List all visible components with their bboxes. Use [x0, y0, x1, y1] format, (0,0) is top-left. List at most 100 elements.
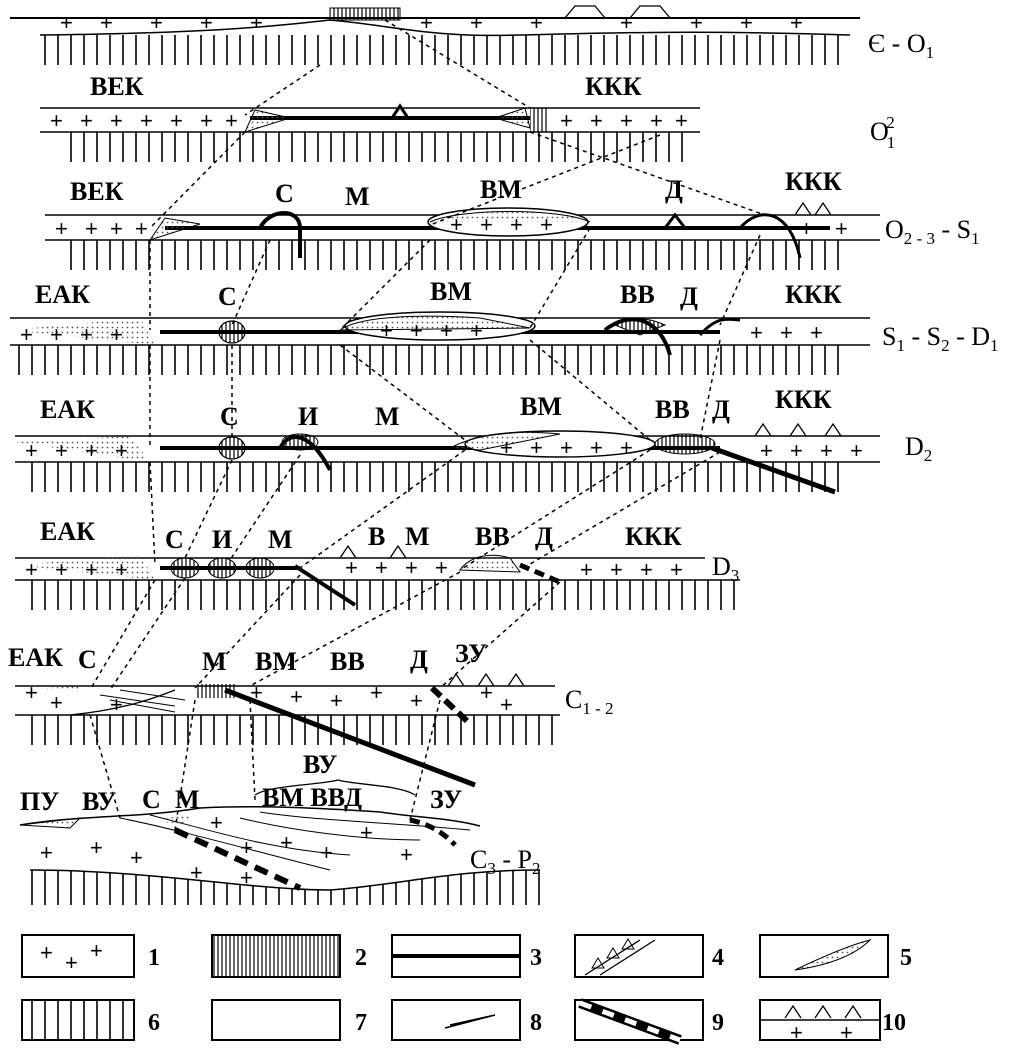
- svg-text:10: 10: [882, 1010, 906, 1036]
- panel-cambrian-ordovician: ++++++++++++ Є - O1: [10, 6, 934, 65]
- svg-text:+: +: [800, 216, 813, 241]
- legend-item-10: + + 10: [760, 1000, 906, 1045]
- svg-text:+: +: [345, 555, 358, 580]
- svg-text:ЕАК: ЕАК: [35, 280, 90, 309]
- svg-text:М: М: [175, 785, 200, 814]
- legend-item-3: 3: [392, 935, 542, 977]
- svg-text:+: +: [150, 10, 163, 35]
- svg-text:+: +: [810, 320, 823, 345]
- label-kkk: ККК: [585, 72, 642, 101]
- svg-text:+: +: [190, 860, 203, 885]
- svg-text:ВМ ВВД: ВМ ВВД: [262, 783, 362, 812]
- volcanic-body: [330, 8, 400, 20]
- svg-text:Д: Д: [712, 395, 730, 424]
- svg-text:+: +: [20, 322, 33, 347]
- svg-text:+: +: [330, 688, 343, 713]
- svg-text:+: +: [400, 842, 413, 867]
- svg-text:ЕАК: ЕАК: [8, 643, 63, 672]
- legend: +++ 1 2 3 4 5 6: [22, 935, 912, 1045]
- svg-text:+: +: [840, 1020, 853, 1045]
- svg-text:+: +: [50, 108, 63, 133]
- age-label: D3: [712, 552, 739, 585]
- svg-text:+: +: [850, 438, 863, 463]
- svg-text:5: 5: [900, 945, 912, 971]
- legend-item-2: 2: [212, 935, 367, 977]
- svg-text:ККК: ККК: [625, 522, 682, 551]
- svg-text:+: +: [290, 684, 303, 709]
- svg-text:Д: Д: [535, 522, 553, 551]
- svg-text:+: +: [240, 835, 253, 860]
- svg-text:С: С: [78, 645, 97, 674]
- svg-text:С: С: [218, 282, 237, 311]
- svg-text:6: 6: [148, 1010, 160, 1036]
- age-label: C1 - 2: [565, 685, 614, 718]
- panel-middle-late-ordovician-silurian: ++++ ++++ ++ ВЕК С М ВМ Д ККК O2 - 3 - S…: [45, 167, 980, 270]
- svg-text:9: 9: [712, 1010, 724, 1036]
- svg-text:+: +: [750, 320, 763, 345]
- svg-text:+: +: [780, 320, 793, 345]
- svg-text:ЗУ: ЗУ: [455, 639, 487, 668]
- svg-text:+: +: [110, 692, 123, 717]
- legend-item-7: 7: [212, 1000, 367, 1040]
- svg-text:+: +: [65, 950, 78, 975]
- svg-text:ВВ: ВВ: [475, 522, 510, 551]
- svg-text:+: +: [470, 10, 483, 35]
- svg-text:М: М: [405, 522, 430, 551]
- svg-text:7: 7: [355, 1010, 367, 1036]
- legend-item-4: 4: [575, 935, 724, 977]
- svg-text:+: +: [620, 10, 633, 35]
- svg-text:ВВ: ВВ: [655, 395, 690, 424]
- age-label: D2: [905, 432, 932, 465]
- svg-text:+: +: [50, 690, 63, 715]
- svg-text:+: +: [820, 438, 833, 463]
- svg-text:ВЕК: ВЕК: [70, 177, 124, 206]
- svg-text:ККК: ККК: [775, 385, 832, 414]
- svg-text:+: +: [760, 438, 773, 463]
- svg-text:+: +: [590, 108, 603, 133]
- svg-text:+: +: [450, 212, 463, 237]
- svg-text:+: +: [500, 435, 513, 460]
- svg-text:8: 8: [530, 1010, 542, 1036]
- age-label: O12: [870, 113, 895, 152]
- svg-text:И: И: [298, 402, 318, 431]
- svg-text:+: +: [40, 940, 53, 965]
- svg-text:+: +: [80, 108, 93, 133]
- svg-text:+: +: [320, 840, 333, 865]
- panel-middle-devonian: ++++ +++++ ++++ ЕАК С И М ВМ ВВ Д ККК D2: [15, 385, 932, 492]
- svg-text:+: +: [85, 216, 98, 241]
- svg-text:+: +: [790, 1020, 803, 1045]
- svg-text:ЕАК: ЕАК: [40, 517, 95, 546]
- panel-silurian-early-devonian: ++++ ++++ +++ ЕАК С ВМ ВВ Д ККК S1 - S2 …: [10, 277, 999, 375]
- svg-text:ВВ: ВВ: [330, 647, 365, 676]
- svg-text:+: +: [25, 680, 38, 705]
- svg-text:+: +: [690, 10, 703, 35]
- svg-text:+: +: [80, 322, 93, 347]
- svg-text:И: И: [212, 525, 232, 554]
- svg-text:ВУ: ВУ: [82, 787, 116, 816]
- svg-text:С: С: [165, 525, 184, 554]
- svg-text:+: +: [480, 212, 493, 237]
- svg-text:ВМ: ВМ: [480, 175, 522, 204]
- svg-text:+: +: [85, 438, 98, 463]
- panel-early-ordovician: +++++++ +++++ ВЕК ККК O12: [40, 72, 895, 162]
- svg-text:+: +: [250, 680, 263, 705]
- svg-text:+: +: [25, 557, 38, 582]
- svg-text:+: +: [580, 557, 593, 582]
- age-label: S1 - S2 - D1: [882, 322, 999, 355]
- mantle-hatch: [40, 35, 850, 65]
- svg-text:+: +: [560, 108, 573, 133]
- label-vek: ВЕК: [90, 72, 144, 101]
- svg-text:+: +: [650, 108, 663, 133]
- svg-text:+: +: [500, 692, 513, 717]
- panel-late-carboniferous-permian: +++ ++++ ++++ ПУ ВУ С М ВУ ВМ ВВД ЗУ C3 …: [20, 750, 540, 905]
- svg-text:+: +: [440, 318, 453, 343]
- svg-text:+: +: [610, 557, 623, 582]
- svg-text:+: +: [640, 557, 653, 582]
- svg-text:С: С: [220, 402, 239, 431]
- svg-text:+: +: [100, 10, 113, 35]
- svg-text:+: +: [110, 108, 123, 133]
- svg-text:+: +: [510, 212, 523, 237]
- svg-text:+: +: [55, 216, 68, 241]
- svg-text:М: М: [268, 525, 293, 554]
